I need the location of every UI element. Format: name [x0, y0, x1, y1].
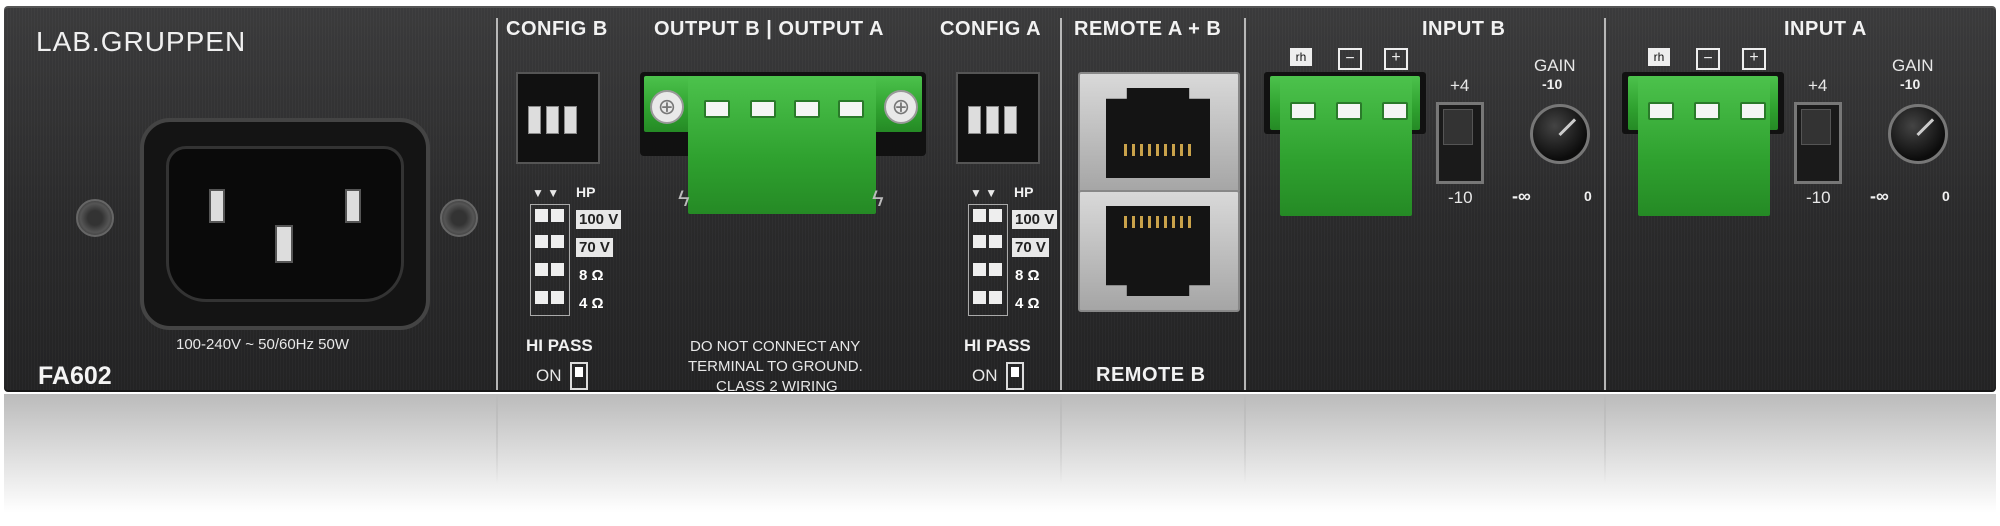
- config-a-hi-pass-on: ON: [972, 366, 998, 385]
- input-a-slot: [1648, 102, 1674, 120]
- config-b-hi-pass-switch[interactable]: [570, 362, 588, 390]
- config-a-setting-grid: [968, 204, 1008, 316]
- power-pin-right: [345, 189, 361, 223]
- input-a-gain-zero: 0: [1942, 188, 1950, 204]
- input-a-slot: [1740, 102, 1766, 120]
- panel-reflection: [4, 394, 1996, 526]
- input-a-level-switch[interactable]: [1794, 102, 1842, 184]
- input-b-slot: [1336, 102, 1362, 120]
- config-a-dip-switch[interactable]: [956, 72, 1040, 164]
- input-b-gain-zero: 0: [1584, 188, 1592, 204]
- config-b-100v: 100 V: [576, 210, 622, 229]
- power-pin-ground: [275, 225, 293, 263]
- remote-a-port[interactable]: [1078, 72, 1240, 194]
- config-a-hp-label: HP: [1014, 184, 1034, 200]
- config-b-hi-pass-on: ON: [536, 366, 562, 385]
- config-b-title: CONFIG B: [506, 18, 608, 40]
- config-b-hp-label: HP: [576, 184, 596, 200]
- model-name: FA602: [38, 362, 112, 390]
- output-slot: [794, 100, 820, 118]
- input-a-terminal-body: [1638, 76, 1770, 216]
- section-divider: [1060, 18, 1062, 390]
- mounting-screw-left: [76, 199, 114, 237]
- rj45-contacts: [1124, 216, 1194, 228]
- power-inlet-cavity: [166, 146, 404, 302]
- hazard-bolt-icon: ϟ: [872, 186, 884, 211]
- input-b-plus-icon: +: [1384, 48, 1408, 70]
- output-slot: [750, 100, 776, 118]
- input-a-title: INPUT A: [1784, 18, 1867, 40]
- output-slot: [704, 100, 730, 118]
- config-a-hi-pass-label: HI PASS: [964, 336, 1031, 355]
- input-b-gain-knob[interactable]: [1530, 104, 1590, 164]
- remote-title: REMOTE A + B: [1074, 18, 1222, 40]
- input-a-gain-knob[interactable]: [1888, 104, 1948, 164]
- input-b-minus-icon: −: [1338, 48, 1362, 70]
- input-a-plus4-label: +4: [1808, 76, 1828, 95]
- input-a-slot: [1694, 102, 1720, 120]
- power-rating-label: 100-240V ~ 50/60Hz 50W: [176, 336, 350, 353]
- power-pin-left: [209, 189, 225, 223]
- input-a-gain-max: -10: [1900, 76, 1921, 92]
- output-slot: [838, 100, 864, 118]
- section-divider: [1604, 18, 1606, 390]
- input-b-slot: [1382, 102, 1408, 120]
- config-b-dip-switch[interactable]: [516, 72, 600, 164]
- input-b-ground-icon: rh: [1290, 48, 1312, 66]
- config-b-70v: 70 V: [576, 238, 613, 257]
- config-b-hi-pass-label: HI PASS: [526, 336, 593, 355]
- power-inlet[interactable]: [140, 118, 430, 330]
- input-a-ground-icon: rh: [1648, 48, 1670, 66]
- input-b-level-switch[interactable]: [1436, 102, 1484, 184]
- rj45-contacts: [1124, 144, 1194, 156]
- config-b-8ohm: 8 Ω: [579, 267, 604, 284]
- input-b-plus4-label: +4: [1450, 76, 1470, 95]
- section-divider: [1244, 18, 1246, 390]
- config-a-arrows: ▼ ▼: [970, 186, 998, 200]
- config-a-100v: 100 V: [1012, 210, 1058, 229]
- input-b-title: INPUT B: [1422, 18, 1506, 40]
- warning-line-2: TERMINAL TO GROUND.: [688, 358, 863, 375]
- warning-line-3: CLASS 2 WIRING: [716, 378, 838, 395]
- config-a-hi-pass-switch[interactable]: [1006, 362, 1024, 390]
- input-b-minus10-label: -10: [1448, 188, 1473, 207]
- config-b-4ohm: 4 Ω: [579, 295, 604, 312]
- input-a-minus-icon: −: [1696, 48, 1720, 70]
- rear-panel: LAB.GRUPPEN 100-240V ~ 50/60Hz 50W FA602…: [4, 6, 1996, 395]
- config-b-setting-grid: [530, 204, 570, 316]
- input-a-plus-icon: +: [1742, 48, 1766, 70]
- output-terminal-body: [688, 76, 876, 214]
- input-a-gain-min: -∞: [1870, 186, 1889, 206]
- output-title: OUTPUT B | OUTPUT A: [654, 18, 884, 40]
- input-b-terminal-body: [1280, 76, 1412, 216]
- input-b-slot: [1290, 102, 1316, 120]
- hazard-bolt-icon: ϟ: [678, 186, 690, 211]
- output-screw-right-icon: ⊕: [884, 90, 918, 124]
- input-a-gain-label: GAIN: [1892, 56, 1934, 75]
- config-a-8ohm: 8 Ω: [1015, 267, 1040, 284]
- remote-b-port[interactable]: [1078, 190, 1240, 312]
- remote-b-label: REMOTE B: [1096, 364, 1206, 386]
- section-divider: [496, 18, 498, 390]
- config-a-70v: 70 V: [1012, 238, 1049, 257]
- config-a-4ohm: 4 Ω: [1015, 295, 1040, 312]
- config-a-title: CONFIG A: [940, 18, 1042, 40]
- input-b-gain-max: -10: [1542, 76, 1563, 92]
- warning-line-1: DO NOT CONNECT ANY: [690, 338, 861, 355]
- input-a-minus10-label: -10: [1806, 188, 1831, 207]
- brand-logo: LAB.GRUPPEN: [36, 26, 247, 57]
- output-screw-left-icon: ⊕: [650, 90, 684, 124]
- mounting-screw-right: [440, 199, 478, 237]
- input-b-gain-label: GAIN: [1534, 56, 1576, 75]
- input-b-gain-min: -∞: [1512, 186, 1531, 206]
- config-b-arrows: ▼ ▼: [532, 186, 560, 200]
